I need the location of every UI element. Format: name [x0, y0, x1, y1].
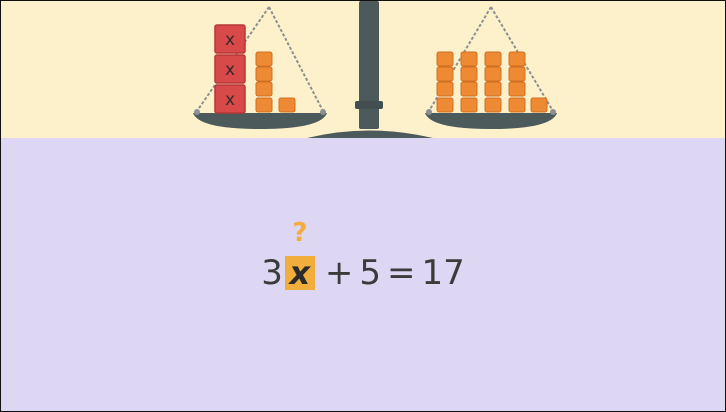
unit-block — [460, 81, 478, 97]
unit-block — [484, 66, 502, 82]
unit-block — [436, 66, 454, 82]
unit-block — [255, 81, 273, 97]
unit-block — [460, 66, 478, 82]
unit-block — [484, 97, 502, 113]
unknown-block-label: x — [225, 30, 235, 50]
unknown-block-label: x — [225, 60, 235, 80]
unit-block — [436, 51, 454, 67]
unit-block — [508, 97, 526, 113]
equation-area — [1, 138, 725, 411]
unit-block — [436, 97, 454, 113]
unknown-block: x — [214, 24, 246, 54]
equation: 3 ? x + 5 = 17 — [1, 218, 725, 293]
constant: 5 — [359, 253, 381, 293]
question-mark: ? — [292, 218, 308, 248]
plus-sign: + — [324, 253, 354, 293]
unit-block — [436, 81, 454, 97]
unit-block — [508, 51, 526, 67]
left-pan — [193, 109, 327, 129]
unit-block — [460, 97, 478, 113]
unit-block — [278, 97, 296, 113]
unit-block — [255, 97, 273, 113]
right-pan — [425, 109, 557, 129]
right-unit-blocks — [436, 51, 548, 113]
unknown-block-stack: x x x — [214, 24, 246, 114]
balance-scale: x x x — [193, 1, 557, 138]
unit-block — [255, 66, 273, 82]
variable: x — [289, 254, 311, 292]
unit-block — [255, 51, 273, 67]
unknown-block: x — [214, 84, 246, 114]
left-pan-chains — [196, 6, 324, 112]
unit-block — [484, 81, 502, 97]
left-unit-blocks — [255, 51, 296, 113]
unit-block — [508, 81, 526, 97]
unit-block — [508, 66, 526, 82]
unit-block — [460, 51, 478, 67]
unknown-block-label: x — [225, 90, 235, 110]
equals-sign: = — [387, 253, 416, 293]
coefficient: 3 — [261, 253, 283, 293]
scale-stand — [307, 1, 433, 138]
variable-highlight: ? x — [284, 218, 315, 292]
result: 17 — [421, 253, 465, 293]
unit-block — [484, 51, 502, 67]
unknown-block: x — [214, 54, 246, 84]
unit-block — [530, 97, 548, 113]
